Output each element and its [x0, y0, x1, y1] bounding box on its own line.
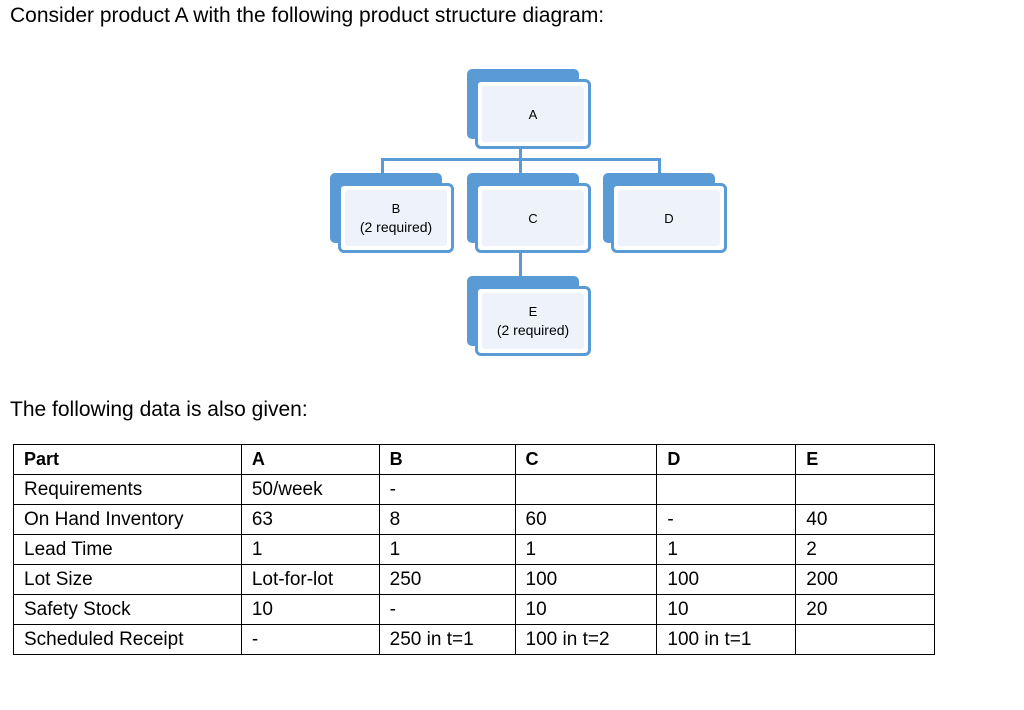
table-cell: 250 in t=1 [378, 624, 516, 655]
connector-b-drop [381, 158, 384, 175]
node-e-qty: (2 required) [496, 322, 570, 338]
header-b: B [378, 444, 516, 475]
table-cell: On Hand Inventory [13, 504, 242, 535]
intro-text: Consider product A with the following pr… [10, 4, 605, 27]
table-cell: 200 [795, 564, 935, 595]
table-cell: 2 [795, 534, 935, 565]
table-cell: 250 [378, 564, 516, 595]
table-header-row: Part A B C D E [13, 444, 935, 475]
parts-data-table: Part A B C D E Requirements 50/week - On… [13, 444, 935, 655]
node-e-label: E [528, 304, 538, 319]
table-cell: Lot-for-lot [240, 564, 380, 595]
table-row: Scheduled Receipt - 250 in t=1 100 in t=… [13, 624, 935, 655]
connector-c-e [519, 250, 522, 276]
node-d-label: D [664, 210, 674, 226]
table-cell: 10 [656, 594, 797, 625]
table-cell: 63 [240, 504, 380, 535]
node-d: D [603, 173, 729, 253]
table-row: Lot Size Lot-for-lot 250 100 100 200 [13, 564, 935, 595]
table-cell: 10 [240, 594, 380, 625]
table-cell: - [240, 624, 380, 655]
connector-c-drop [519, 158, 522, 175]
node-a: A [467, 69, 593, 149]
table-cell: 10 [514, 594, 658, 625]
table-cell: 100 in t=1 [656, 624, 797, 655]
table-cell: 60 [514, 504, 658, 535]
table-cell: Safety Stock [13, 594, 242, 625]
table-row: On Hand Inventory 63 8 60 - 40 [13, 504, 935, 535]
table-cell: Lot Size [13, 564, 242, 595]
table-cell: Requirements [13, 474, 242, 505]
node-e: E (2 required) [467, 276, 593, 356]
connector-a-stem [519, 146, 522, 160]
table-cell [795, 474, 935, 505]
node-c: C [467, 173, 593, 253]
table-cell [795, 624, 935, 655]
header-e: E [795, 444, 935, 475]
table-cell: - [656, 504, 797, 535]
table-cell: 100 in t=2 [514, 624, 658, 655]
header-c: C [514, 444, 658, 475]
table-cell: 1 [656, 534, 797, 565]
table-cell: 40 [795, 504, 935, 535]
table-cell [514, 474, 658, 505]
table-cell: 1 [240, 534, 380, 565]
table-cell: 1 [514, 534, 658, 565]
node-b: B (2 required) [330, 173, 456, 253]
table-cell: 50/week [240, 474, 380, 505]
node-b-label: B [391, 201, 401, 216]
table-cell: 100 [656, 564, 797, 595]
table-cell: - [378, 474, 516, 505]
connector-d-drop [658, 158, 661, 175]
header-a: A [240, 444, 380, 475]
table-cell: 20 [795, 594, 935, 625]
table-cell [656, 474, 797, 505]
table-cell: 1 [378, 534, 516, 565]
header-part: Part [13, 444, 242, 475]
table-cell: Lead Time [13, 534, 242, 565]
node-b-qty: (2 required) [359, 219, 433, 235]
table-row: Requirements 50/week - [13, 474, 935, 505]
table-cell: 8 [378, 504, 516, 535]
table-row: Lead Time 1 1 1 1 2 [13, 534, 935, 565]
node-c-label: C [528, 210, 538, 226]
table-cell: - [378, 594, 516, 625]
given-text: The following data is also given: [10, 398, 308, 421]
header-d: D [656, 444, 797, 475]
table-cell: Scheduled Receipt [13, 624, 242, 655]
node-a-label: A [528, 106, 538, 122]
table-cell: 100 [514, 564, 658, 595]
table-row: Safety Stock 10 - 10 10 20 [13, 594, 935, 625]
